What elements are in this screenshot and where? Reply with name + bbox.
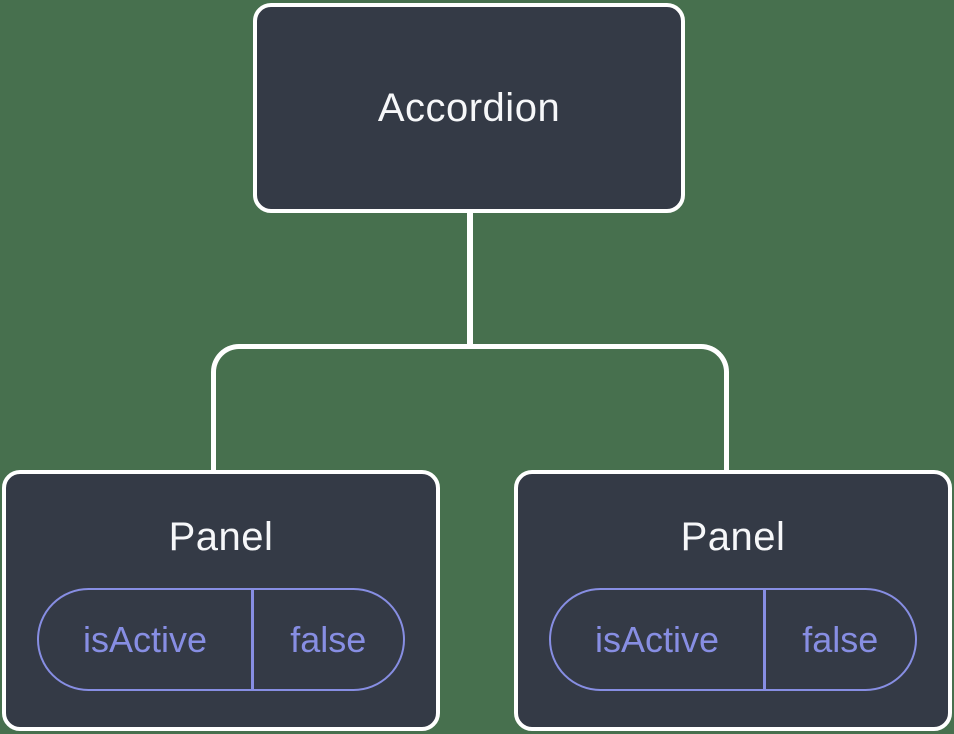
accordion-node-label: Accordion [377, 85, 561, 130]
accordion-node: Accordion [253, 3, 685, 213]
panel-node-right: Panel isActive false [514, 470, 952, 731]
connector-bracket-line [211, 344, 729, 474]
state-value-label: false [290, 618, 367, 660]
state-key-label: isActive [82, 618, 208, 660]
pill-divider [251, 590, 254, 689]
state-pill: isActive false [37, 588, 405, 691]
panel-node-label: Panel [680, 515, 786, 559]
panel-node-label: Panel [168, 515, 274, 559]
connector-stem-line [467, 211, 473, 345]
panel-node-left: Panel isActive false [2, 470, 440, 731]
state-pill: isActive false [549, 588, 917, 691]
state-value-label: false [802, 618, 879, 660]
pill-divider [763, 590, 766, 689]
state-key-label: isActive [594, 618, 720, 660]
